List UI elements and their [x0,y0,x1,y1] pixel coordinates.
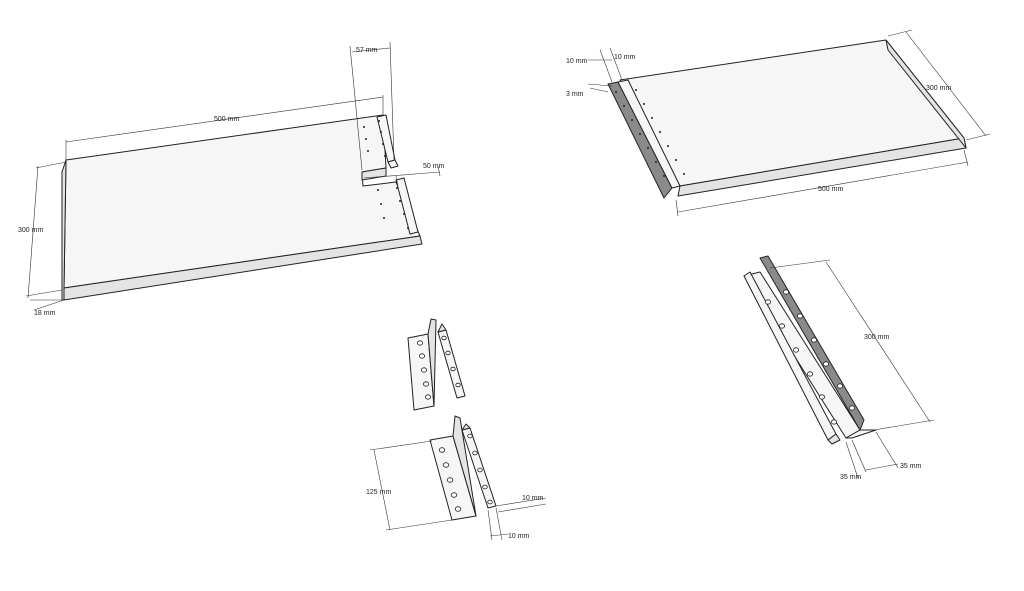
right-board: 300 mm 500 mm 10 mm 10 mm 3 mm [566,29,991,217]
label-left-notch-depth: 50 mm [423,163,445,170]
label-right-edge-a: 10 mm [566,58,588,65]
label-left-width: 500 mm [214,116,239,123]
label-hinge-leaf-a: 10 mm [522,495,544,502]
left-board: 500 mm 300 mm 18 mm 57 mm 50 mm [18,41,445,317]
label-bracket-leg-a: 35 mm [900,463,922,470]
hinge-upper [407,318,466,411]
label-right-edge-c: 3 mm [566,91,584,98]
label-left-notch-width: 57 mm [356,47,378,54]
label-hinge-leaf-b: 10 mm [508,533,530,540]
label-right-depth: 300 mm [926,85,951,92]
label-left-depth: 300 mm [18,227,43,234]
angle-bracket: 300 mm 35 mm 35 mm [743,255,935,481]
label-bracket-length: 300 mm [864,334,889,341]
label-right-edge-b: 10 mm [614,54,636,61]
label-left-thickness: 18 mm [34,310,56,317]
right-board-screws [615,89,685,177]
label-bracket-leg-b: 35 mm [840,474,862,481]
left-board-screws [363,120,409,229]
label-right-width: 500 mm [818,186,843,193]
label-hinge-height: 125 mm [366,489,391,496]
hinge-lower: 125 mm 10 mm 10 mm [366,415,547,541]
